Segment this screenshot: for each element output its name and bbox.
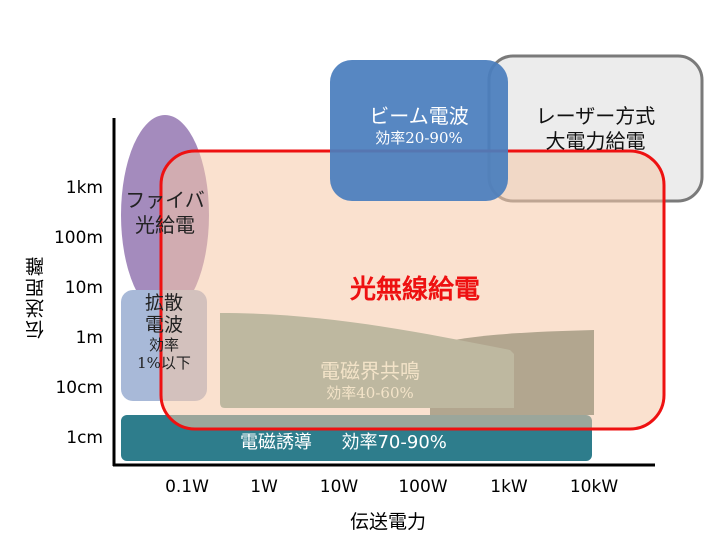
laser-label: レーザー方式 大電力給電: [489, 104, 702, 154]
x-tick-1kw: 1kW: [490, 477, 528, 497]
diffuse-line1: 拡散: [144, 292, 183, 314]
y-tick-1km: 1km: [65, 178, 103, 198]
laser-line2: 大電力給電: [545, 129, 646, 153]
x-tick-0.1w: 0.1W: [165, 477, 209, 497]
diffuse-label: 拡散 電波 効率 1%以下: [121, 292, 207, 372]
beam-efficiency: 効率20-90%: [375, 129, 463, 147]
y-tick-1cm: 1cm: [66, 428, 103, 448]
y-axis-title: 伝送距離: [25, 255, 47, 339]
x-tick-10kw: 10kW: [569, 477, 619, 497]
y-tick-10m: 10m: [64, 278, 103, 298]
x-tick-100w: 100W: [398, 477, 448, 497]
beam-region: [330, 60, 508, 201]
fiber-line1: ファイバ: [125, 188, 205, 212]
y-tick-1m: 1m: [75, 328, 103, 348]
laser-line1: レーザー方式: [535, 104, 656, 128]
resonance-title: 電磁界共鳴: [320, 359, 420, 383]
resonance-efficiency: 効率40-60%: [326, 384, 414, 402]
x-axis-title: 伝送電力: [350, 511, 427, 533]
fiber-label: ファイバ 光給電: [110, 188, 220, 238]
resonance-label: 電磁界共鳴 効率40-60%: [280, 359, 460, 403]
y-tick-10cm: 10cm: [55, 378, 103, 398]
fiber-line2: 光給電: [135, 213, 195, 237]
diffuse-line3: 効率: [148, 335, 179, 354]
induction-title: 電磁誘導: [240, 432, 312, 453]
diffuse-line4: 1%以下: [137, 353, 191, 372]
x-tick-10w: 10W: [319, 477, 359, 497]
induction-efficiency: 効率70-90%: [341, 432, 447, 453]
induction-label: 電磁誘導 効率70-90%: [240, 428, 447, 454]
beam-title: ビーム電波: [369, 104, 469, 128]
diffuse-line2: 電波: [144, 314, 183, 337]
x-tick-1w: 1W: [250, 477, 278, 497]
optical-label: 光無線給電: [349, 275, 480, 305]
y-tick-100m: 100m: [53, 228, 103, 248]
beam-label: ビーム電波 効率20-90%: [330, 104, 508, 148]
